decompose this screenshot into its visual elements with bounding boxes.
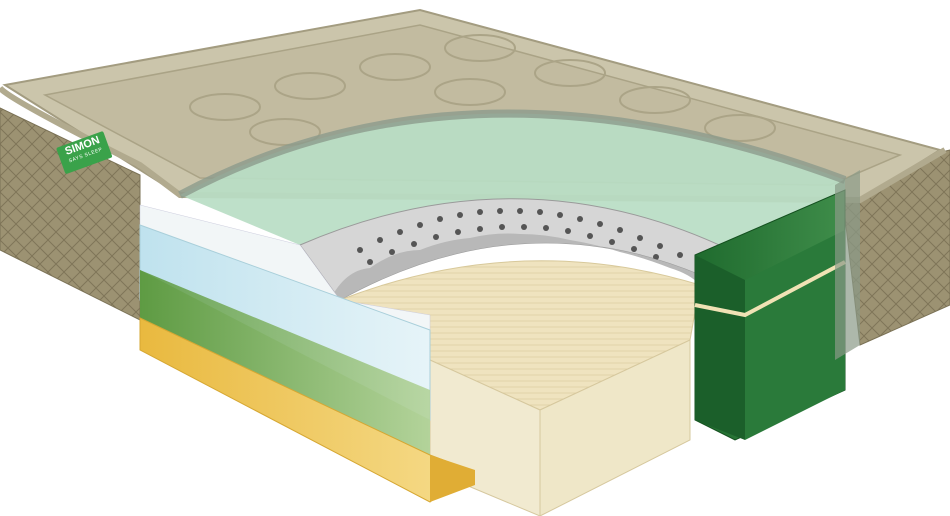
perforation-holes (357, 208, 683, 265)
comfort-foam-layer (178, 109, 847, 250)
edge-support-block (694, 170, 860, 441)
brand-badge-bg (56, 131, 112, 174)
base-layer-stack (139, 204, 475, 503)
brand-badge (56, 131, 112, 174)
